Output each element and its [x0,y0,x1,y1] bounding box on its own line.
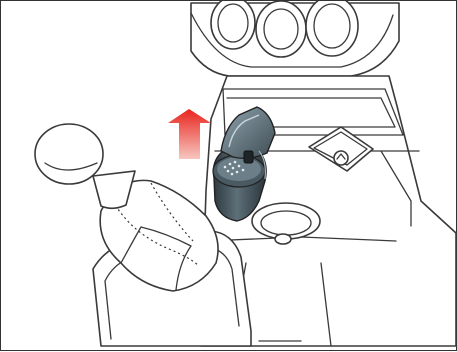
up-arrow-icon [168,109,211,159]
cigarette-lighter-icon [334,151,348,165]
shift-knob [35,124,103,184]
dashboard-panel [191,1,399,76]
